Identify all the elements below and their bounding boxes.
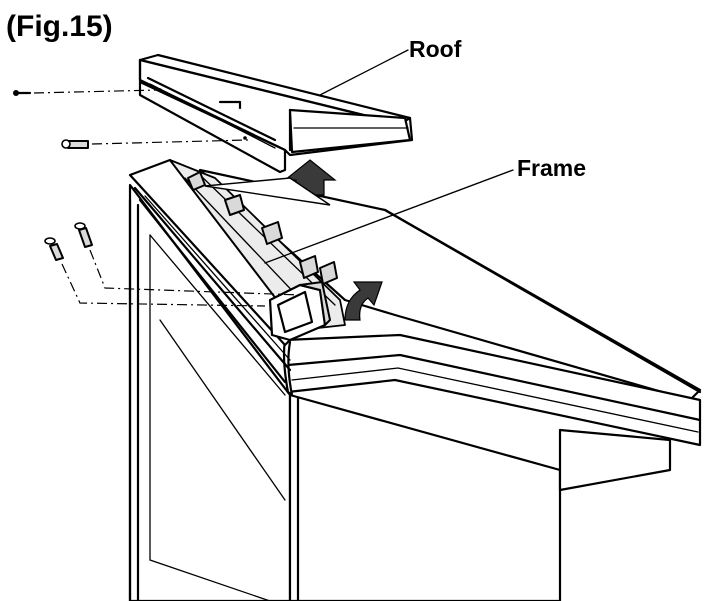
curved-arrow-icon	[344, 281, 383, 321]
figure-label: (Fig.15)	[6, 10, 113, 43]
frame-part	[169, 159, 346, 342]
frame-callout: Frame	[517, 155, 587, 181]
screw-icon	[13, 90, 89, 149]
roof-callout: Roof	[409, 36, 462, 62]
light-gap	[204, 177, 331, 206]
top-lid	[198, 168, 702, 447]
leader-lines	[264, 49, 514, 264]
screw-icon	[44, 222, 93, 261]
side-rail	[128, 158, 302, 384]
alignment-lines	[33, 89, 301, 307]
roof-part	[138, 53, 414, 174]
cabinet-body	[128, 183, 672, 601]
